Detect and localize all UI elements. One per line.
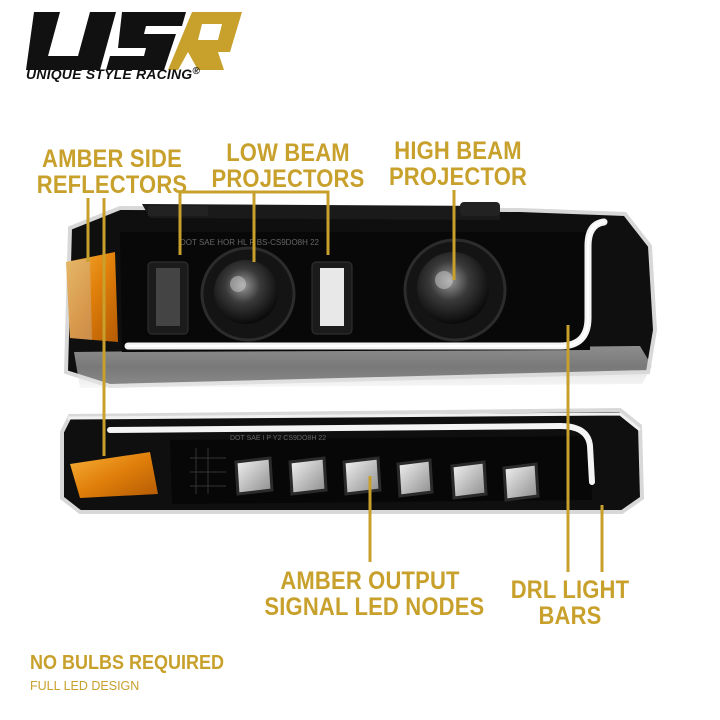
callout-line-1: LOW BEAM (226, 139, 350, 167)
callout-line-1: AMBER SIDE (42, 145, 182, 173)
bumper-lens-marking: DOT SAE I P Y2 CS9DO8H 22 (230, 435, 326, 442)
callout-high-beam-projector: HIGH BEAM PROJECTOR (379, 138, 537, 190)
callout-line-1: AMBER OUTPUT (280, 567, 460, 595)
footer-subtitle: FULL LED DESIGN (30, 679, 140, 693)
footer-title: NO BULBS REQUIRED (30, 652, 225, 674)
registered-mark: ® (192, 66, 200, 77)
brand-logo-mark (26, 12, 242, 70)
callout-amber-side-reflectors: AMBER SIDE REFLECTORS (24, 146, 200, 198)
headlight-lens-marking: DOT SAE HOR HL P BS-CS9DO8H 22 (180, 238, 320, 247)
callout-line-2: REFLECTORS (36, 171, 188, 199)
brand-name: UNIQUE STYLE RACING® (26, 66, 200, 82)
callout-lines (86, 190, 604, 572)
callout-low-beam-projectors: LOW BEAM PROJECTORS (200, 140, 376, 192)
signal-led-nodes (234, 456, 540, 502)
bumper-signal-assembly: DOT SAE I P Y2 CS9DO8H 22 (60, 407, 645, 514)
callout-line-1: DRL LIGHT (510, 576, 630, 604)
headlight-assembly: DOT SAE HOR HL P BS-CS9DO8H 22 (63, 202, 658, 389)
callout-line-2: PROJECTOR (388, 163, 528, 191)
callout-line-1: HIGH BEAM (394, 137, 522, 165)
callout-line-2: SIGNAL LED NODES (264, 593, 485, 621)
callout-amber-output-signal: AMBER OUTPUT SIGNAL LED NODES (264, 567, 485, 621)
callout-drl-light-bars: DRL LIGHT BARS (500, 577, 641, 629)
callout-line-2: PROJECTORS (211, 165, 365, 193)
brand-name-text: UNIQUE STYLE RACING (26, 66, 193, 82)
callout-line-2: BARS (538, 602, 602, 630)
